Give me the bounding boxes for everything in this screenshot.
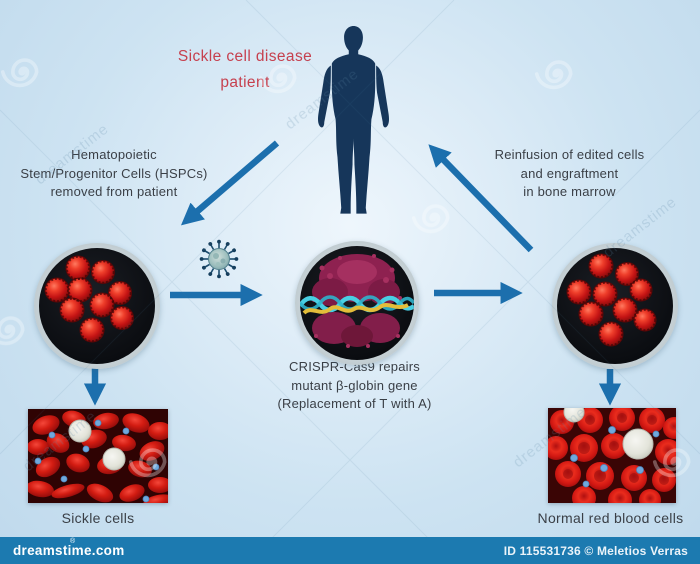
annotation-line: CRISPR-Cas9 repairs: [289, 359, 420, 374]
stock-footer-bar: dreamstime.com® ID 115531736 © Meletios …: [0, 537, 700, 564]
crispr-cas9-graphic: [300, 254, 414, 348]
crispr-cas9-dish: [295, 241, 419, 365]
image-credit: ID 115531736 © Meletios Verras: [503, 543, 688, 558]
sickle-cells-dish: [34, 243, 160, 369]
sickle-cells-photo-graphic: [28, 409, 168, 503]
normal-cells-photo: [548, 408, 676, 503]
annotation-line: (Replacement of T with A): [277, 396, 432, 411]
normal-cells-label: Normal red blood cells: [537, 510, 684, 526]
guide-rna-dna-strands: [300, 295, 414, 315]
registered-mark: ®: [70, 538, 76, 545]
normal-cells-photo-graphic: [548, 408, 676, 503]
arrow-reinfusion-to-patient: [428, 144, 534, 253]
title-line-1: Sickle cell disease: [177, 48, 313, 65]
diagram-title: Sickle cell disease patient: [150, 44, 340, 96]
title-line-2: patient: [220, 74, 270, 91]
sickle-cells-photo: [28, 409, 168, 503]
cas9-protein-blob: [312, 254, 402, 348]
annotation-line: mutant β-globin gene: [291, 377, 418, 393]
edited-cells-dish-view: [557, 248, 673, 364]
sickle-cells-graphic: [44, 255, 134, 343]
annotation-line: Reinfusion of edited cells: [494, 147, 645, 162]
viral-vector-icon: [199, 239, 239, 279]
dreamstime-logo: dreamstime.com®: [13, 538, 125, 558]
platelets: [570, 426, 660, 488]
annotation-line: in bone marrow: [523, 184, 616, 199]
annotation-hspc-removal: Hematopoietic Stem/Progenitor Cells (HSP…: [8, 146, 220, 202]
annotation-crispr-repair: CRISPR-Cas9 repairs mutant β-globin gene…: [247, 358, 462, 414]
annotation-line: Stem/Progenitor Cells (HSPCs): [20, 165, 208, 181]
sickle-cells-label: Sickle cells: [61, 510, 135, 526]
patient-silhouette: [317, 25, 390, 214]
rbc-dimples: [563, 413, 669, 485]
arrow-removal-from-patient: [180, 140, 280, 226]
annotation-line: and engraftment: [520, 165, 619, 181]
white-blood-cells: [563, 408, 654, 460]
edited-cells-dish: [552, 243, 678, 369]
annotation-reinfusion: Reinfusion of edited cells and engraftme…: [462, 146, 677, 202]
crispr-cas9-dish-view: [300, 246, 414, 360]
sickle-cells-dish-view: [39, 248, 155, 364]
edited-cells-graphic: [566, 253, 657, 347]
white-blood-cells: [68, 419, 126, 471]
annotation-line: Hematopoietic: [71, 147, 157, 162]
annotation-line: removed from patient: [50, 184, 178, 199]
